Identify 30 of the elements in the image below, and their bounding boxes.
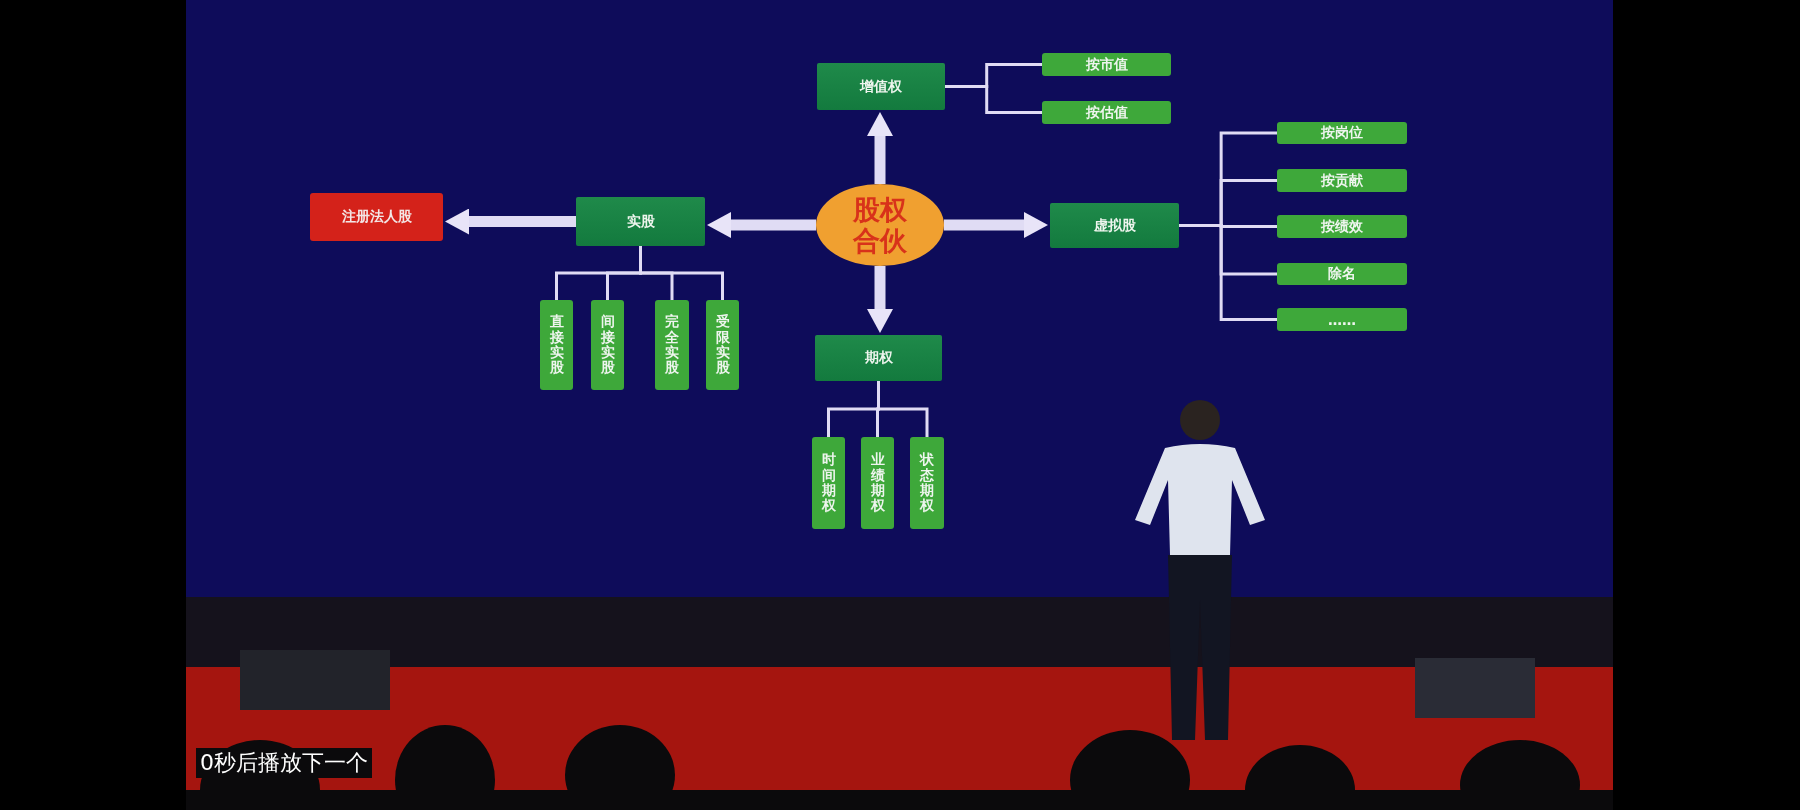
countdown-text: 0秒后播放下一个	[196, 748, 372, 778]
item-box: 时间期权	[812, 437, 845, 529]
item-box: 按估值	[1042, 101, 1171, 124]
item-box: 按市值	[1042, 53, 1171, 76]
block-arrow	[867, 112, 893, 184]
item-box: 受限实股	[706, 300, 739, 390]
block-arrow	[867, 266, 893, 333]
item-box: 按岗位	[1277, 122, 1407, 144]
item-box: 间接实股	[591, 300, 624, 390]
item-box: 按绩效	[1277, 215, 1407, 238]
block-arrow	[707, 212, 816, 238]
category-box: 实股	[576, 197, 705, 246]
item-box: ……	[1277, 308, 1407, 331]
item-box: 完全实股	[655, 300, 689, 390]
category-box: 增值权	[817, 63, 945, 110]
result-box: 注册法人股	[310, 193, 443, 241]
center-oval: 股权合伙	[816, 184, 944, 266]
tree-connector	[945, 85, 1042, 114]
tree-connector	[639, 246, 724, 300]
category-box: 虚拟股	[1050, 203, 1179, 248]
block-arrow	[445, 208, 576, 235]
tree-connector	[1179, 224, 1277, 321]
item-box: 除名	[1277, 263, 1407, 285]
tree-connector	[877, 381, 929, 437]
item-box: 按贡献	[1277, 169, 1407, 192]
category-box: 期权	[815, 335, 942, 381]
item-box: 状态期权	[910, 437, 944, 529]
item-box: 业绩期权	[861, 437, 894, 529]
block-arrow	[944, 212, 1048, 238]
item-box: 直接实股	[540, 300, 573, 390]
